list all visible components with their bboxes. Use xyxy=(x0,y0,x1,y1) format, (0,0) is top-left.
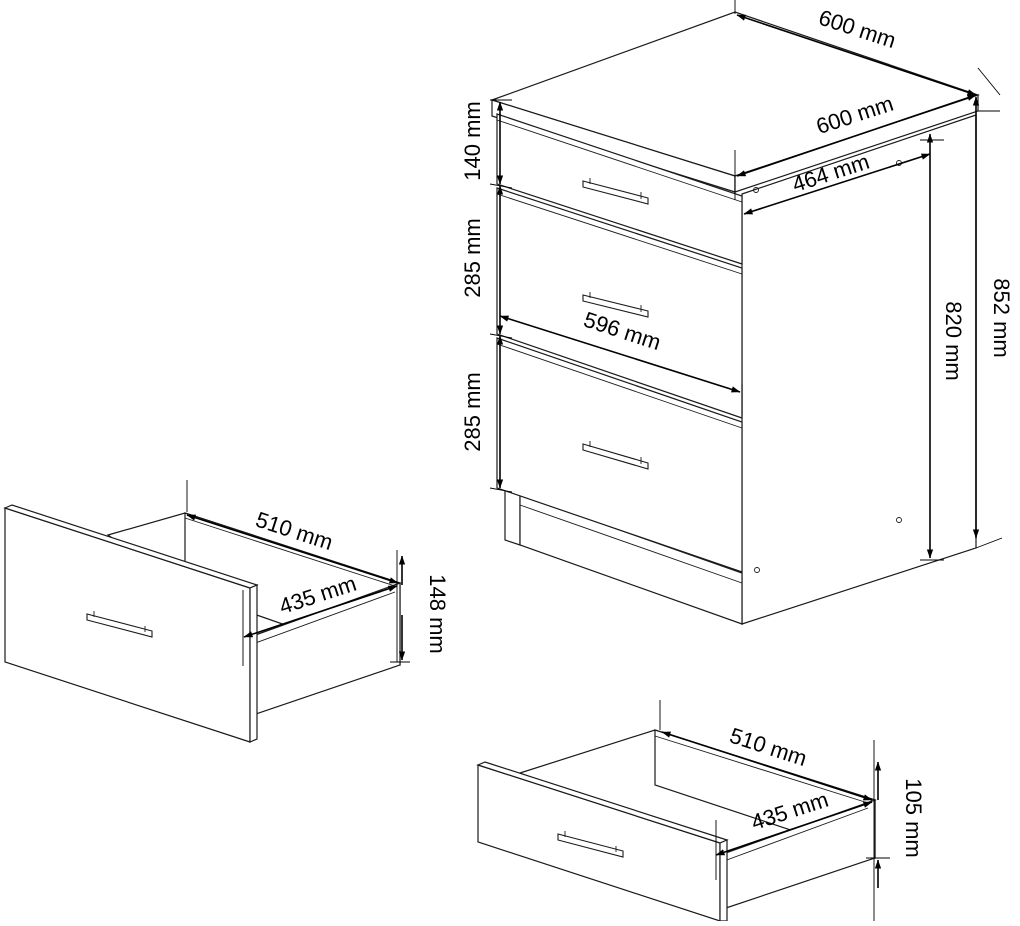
label-drawer-1-height: 140 mm xyxy=(460,101,485,180)
drawer-3-handle-icon xyxy=(582,441,649,470)
dim-top-depth-arrow xyxy=(736,14,977,96)
dim-large-width-arrow xyxy=(243,585,398,638)
extension-line xyxy=(977,67,1001,96)
drawer-large-front-side xyxy=(249,584,258,743)
drawer-1-edge xyxy=(496,119,743,203)
label-large-height: 148 mm xyxy=(425,574,450,653)
label-small-height: 105 mm xyxy=(901,778,926,857)
cabinet-side-panel xyxy=(741,114,977,625)
drawer-1-handle-icon xyxy=(582,178,649,205)
extension-line xyxy=(489,487,513,493)
extension-line xyxy=(975,537,1003,549)
drawer-large: 510 mm 435 mm 148 mm xyxy=(3,480,450,743)
dim-small-length-arrow xyxy=(661,731,873,801)
dim-body-depth-arrow xyxy=(743,153,931,215)
plinth-edge xyxy=(519,504,743,584)
dim-small-width-arrow xyxy=(715,801,873,856)
label-body-height: 820 mm xyxy=(941,301,966,380)
drawer-2-edge xyxy=(496,193,743,275)
cabinet-leg xyxy=(504,489,521,546)
dim-front-width-arrow xyxy=(499,315,741,393)
label-total-height: 852 mm xyxy=(989,278,1014,357)
drawer-small-handle-icon xyxy=(557,831,624,858)
side-panel-screw xyxy=(754,567,760,573)
drawer-large-handle-icon xyxy=(86,611,153,638)
cabinet: 600 mm 600 mm 464 mm 596 mm 852 mm 820 m… xyxy=(460,0,1014,625)
label-drawer-2-height: 285 mm xyxy=(460,218,485,297)
drawer-small: 510 mm 435 mm 105 mm xyxy=(476,700,926,922)
dim-large-length-arrow xyxy=(186,514,399,584)
label-drawer-3-height: 285 mm xyxy=(460,372,485,451)
side-panel-screw xyxy=(896,517,902,523)
